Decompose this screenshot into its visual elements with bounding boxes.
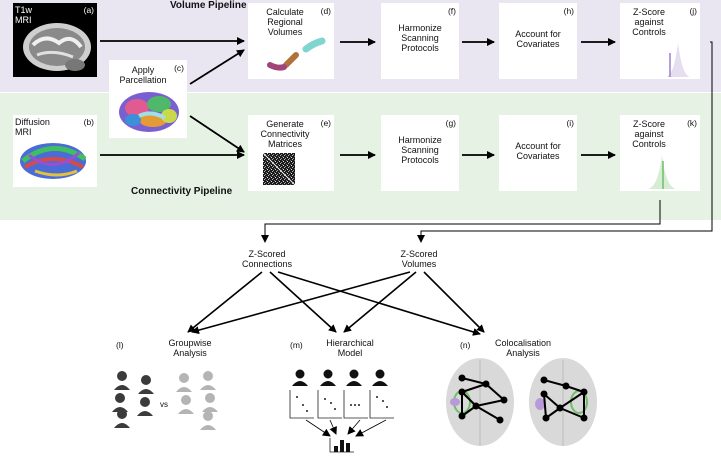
zscore-j-line2: against	[634, 17, 664, 27]
connectivity-distribution-plot	[648, 155, 676, 189]
zscore-k-line3: Controls	[632, 139, 666, 149]
label-m: (m)	[290, 340, 303, 350]
covariates-i-line2: Covariates	[516, 151, 560, 161]
matrices-label-line1: Generate	[266, 119, 304, 129]
label-h: (h)	[563, 6, 574, 16]
zscored-volumes-line1: Z-Scored	[400, 249, 438, 259]
colocalisation-line2: Analysis	[506, 348, 540, 358]
brain-network-right	[529, 358, 597, 446]
regional-volume-shapes	[267, 37, 326, 71]
subject-icons	[292, 369, 388, 386]
connectivity-matrices-box: Generate Connectivity Matrices (e)	[248, 115, 334, 191]
label-l: (l)	[116, 340, 124, 350]
label-j: (j)	[689, 6, 697, 16]
zscore-j-line1: Z-Score	[632, 7, 665, 17]
harmonize-f-line2: Scanning	[401, 33, 439, 43]
matrices-label-line3: Matrices	[267, 139, 302, 149]
groupwise-line2: Analysis	[173, 348, 207, 358]
covariates-h-line1: Account for	[515, 29, 561, 39]
volumes-label-line1: Calculate	[266, 7, 304, 17]
label-f: (f)	[447, 6, 456, 16]
zscore-k-line1: Z-Score	[632, 119, 665, 129]
calculate-volumes-box: Calculate Regional Volumes (d)	[248, 3, 334, 79]
harmonize-g-line2: Scanning	[401, 145, 439, 155]
control-group-icon	[176, 371, 218, 430]
label-g: (g)	[445, 118, 456, 128]
zscore-j-line3: Controls	[632, 27, 666, 37]
hierarchical-line1: Hierarchical	[326, 338, 374, 348]
covariates-connectivity-box: Account for Covariates (i)	[499, 115, 577, 191]
label-a: (a)	[83, 5, 94, 15]
matrices-label-line2: Connectivity	[260, 129, 310, 139]
diffusion-mri-box: Diffusion MRI (b)	[13, 115, 97, 187]
volumes-label-line2: Regional	[267, 17, 303, 27]
zscored-connections-line2: Connections	[241, 259, 293, 269]
label-e: (e)	[320, 118, 331, 128]
vs-text: vs	[160, 400, 168, 409]
zscored-connections-line1: Z-Scored	[248, 249, 286, 259]
parcellated-brain-image	[119, 92, 179, 132]
patient-group-icon	[112, 371, 154, 428]
harmonize-volume-box: Harmonize Scanning Protocols (f)	[381, 3, 459, 79]
zscore-connectivity-box: Z-Score against Controls (k)	[620, 115, 700, 191]
subject-plots	[289, 390, 394, 419]
zscore-k-line2: against	[634, 129, 664, 139]
parcellation-label-line2: Parcellation	[119, 75, 167, 85]
zscored-volumes-line2: Volumes	[401, 259, 437, 269]
tractography-image	[20, 143, 87, 179]
label-c: (c)	[174, 63, 184, 73]
groupwise-line1: Groupwise	[168, 338, 212, 348]
volumes-label-line3: Volumes	[267, 27, 303, 37]
brain-mri-image	[23, 23, 91, 71]
label-i: (i)	[566, 118, 574, 128]
parcellation-label-line1: Apply	[131, 65, 155, 75]
zscore-volume-box: Z-Score against Controls (j)	[620, 3, 700, 79]
connectivity-pipeline-title: Connectivity Pipeline	[131, 186, 233, 197]
label-b: (b)	[83, 117, 94, 127]
connectivity-matrix-image	[262, 152, 296, 186]
harmonize-connectivity-box: Harmonize Scanning Protocols (g)	[381, 115, 459, 191]
label-n: (n)	[460, 340, 471, 350]
hierarchical-line2: Model	[337, 348, 363, 358]
t1w-label-line2: MRI	[15, 15, 32, 25]
brain-network-left	[446, 358, 514, 446]
diffusion-label-line2: MRI	[15, 127, 32, 137]
label-k: (k)	[687, 118, 697, 128]
harmonize-g-line3: Protocols	[401, 155, 439, 165]
covariates-h-line2: Covariates	[516, 39, 560, 49]
covariates-volume-box: Account for Covariates (h)	[499, 3, 577, 79]
t1w-label-line1: T1w	[15, 5, 33, 15]
harmonize-f-line1: Harmonize	[398, 23, 442, 33]
volume-pipeline-title: Volume Pipeline	[170, 0, 247, 11]
summary-bar-chart	[329, 438, 354, 453]
label-d: (d)	[320, 6, 331, 16]
apply-parcellation-box: Apply Parcellation (c)	[109, 60, 187, 138]
colocalisation-line1: Colocalisation	[494, 338, 552, 348]
covariates-i-line1: Account for	[515, 141, 561, 151]
t1w-mri-box: T1w MRI (a)	[13, 3, 97, 77]
harmonize-g-line1: Harmonize	[398, 135, 442, 145]
harmonize-f-line3: Protocols	[401, 43, 439, 53]
diffusion-label-line1: Diffusion	[15, 117, 50, 127]
volume-distribution-plot	[666, 43, 690, 77]
